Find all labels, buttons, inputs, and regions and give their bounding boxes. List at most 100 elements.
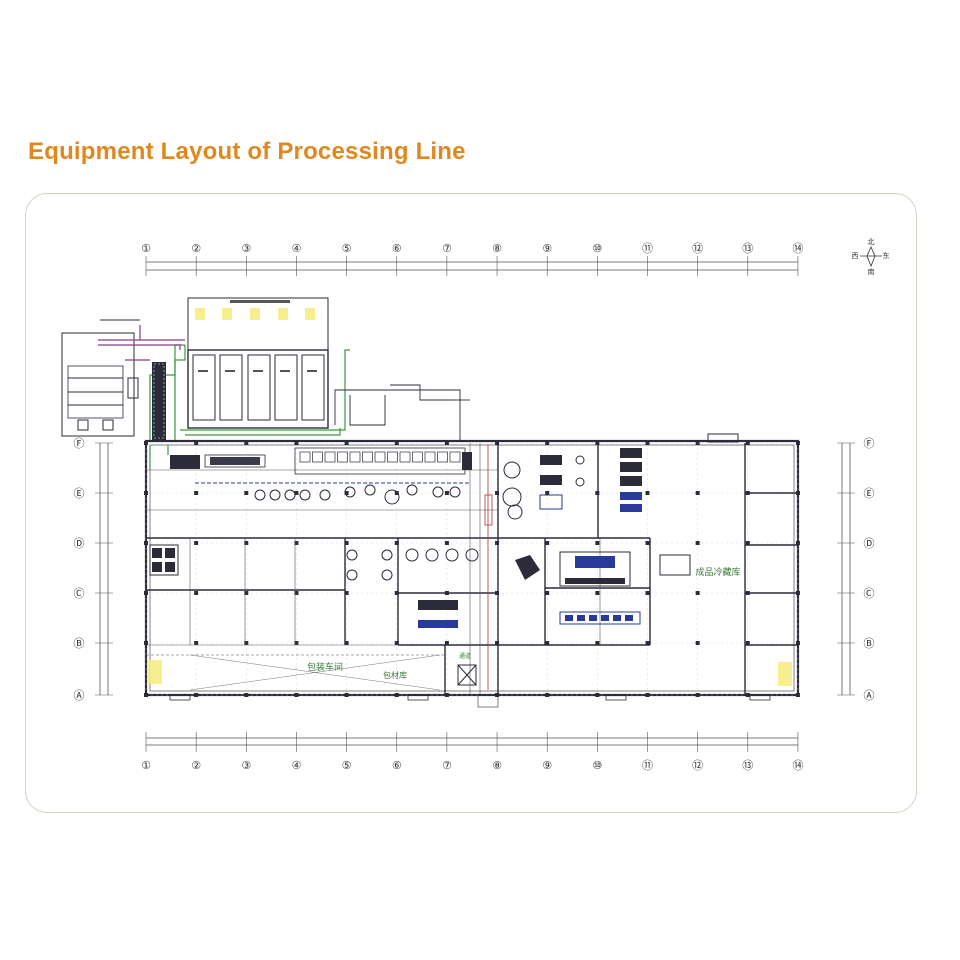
structural-column	[745, 541, 750, 545]
conveyor-belt	[152, 362, 166, 440]
page-title: Equipment Layout of Processing Line	[28, 138, 466, 165]
partitions	[146, 443, 798, 695]
structural-column	[144, 541, 148, 545]
row-label: Ⓓ	[864, 537, 875, 550]
structural-column	[545, 441, 550, 445]
row-label: Ⓐ	[864, 689, 875, 702]
production-line	[170, 447, 472, 475]
structural-column	[545, 541, 550, 545]
structural-column	[244, 591, 249, 595]
tray-cell	[324, 451, 336, 463]
column-label: ⑬	[742, 759, 753, 772]
structural-column	[545, 641, 550, 645]
column-label: ⑪	[642, 759, 653, 772]
structural-column	[344, 541, 349, 545]
structural-column	[444, 441, 449, 445]
structural-column	[545, 693, 550, 697]
room-labels: 成品冷藏库 包装车间 包材库 通道	[307, 566, 741, 680]
structural-column	[795, 541, 800, 545]
column-label: ①	[141, 759, 151, 772]
tank-room	[187, 297, 329, 429]
structural-column	[795, 441, 800, 445]
column-label: ⑨	[542, 759, 552, 772]
structural-column	[344, 693, 349, 697]
structural-column	[695, 541, 700, 545]
column-label: ⑨	[542, 242, 552, 255]
compass-south-label: 南	[868, 267, 875, 276]
structural-column	[394, 541, 399, 545]
row-label: Ⓐ	[74, 689, 85, 702]
structural-column	[444, 541, 449, 545]
blue-cell	[577, 615, 585, 621]
structural-column	[244, 491, 249, 495]
compass-north-label: 北	[868, 238, 875, 246]
structural-column	[244, 541, 249, 545]
structural-column	[144, 441, 148, 445]
tray-cell	[299, 451, 311, 463]
tray-cell	[424, 451, 436, 463]
structural-column	[495, 541, 500, 545]
row-label: Ⓒ	[74, 587, 85, 600]
column-label: ⑬	[742, 242, 753, 255]
structural-column	[695, 693, 700, 697]
structural-column	[194, 441, 199, 445]
building-outline	[144, 433, 800, 697]
row-label: Ⓕ	[74, 437, 85, 450]
column-label: ⑦	[442, 242, 452, 255]
structural-column	[394, 491, 399, 495]
tray-cell	[399, 451, 411, 463]
row-label: Ⓕ	[864, 437, 875, 450]
blue-cell	[565, 615, 573, 621]
structural-column	[194, 693, 199, 697]
tray-cell	[412, 451, 423, 463]
structural-column	[394, 693, 399, 697]
column-label: ③	[241, 759, 251, 772]
structural-column	[745, 693, 750, 697]
top-dimension-line	[146, 261, 798, 271]
structural-column	[294, 693, 299, 697]
column-label: ⑧	[492, 242, 502, 255]
structural-column	[244, 641, 249, 645]
tray-cell	[449, 451, 461, 463]
row-label: Ⓓ	[74, 537, 85, 550]
structural-column	[244, 441, 249, 445]
diagram-frame	[25, 193, 917, 813]
room-label-packing: 包装车间	[307, 661, 343, 673]
equipment-blue	[515, 448, 691, 625]
blue-cell	[613, 615, 621, 621]
column-label: ⑩	[592, 242, 602, 255]
column-label: ④	[292, 759, 302, 772]
structural-column	[595, 641, 600, 645]
column-label: ⑪	[642, 242, 653, 255]
compass: 北 南 西 东	[852, 238, 890, 276]
structural-column	[194, 541, 199, 545]
column-label: ④	[292, 242, 302, 255]
structural-column	[394, 441, 399, 445]
column-label: ⑤	[342, 759, 352, 772]
yellow-zones	[148, 308, 792, 686]
structural-column	[144, 491, 148, 495]
structural-column	[244, 693, 249, 697]
blue-cell	[589, 615, 597, 621]
structural-column	[394, 591, 399, 595]
machines-round	[254, 461, 523, 520]
structural-column	[745, 441, 750, 445]
column-label: ②	[191, 242, 201, 255]
structural-column	[495, 491, 500, 495]
structural-column	[344, 591, 349, 595]
column-label: ③	[241, 242, 251, 255]
tray-cell	[387, 451, 398, 463]
blue-cell	[625, 615, 633, 621]
column-label: ⑧	[492, 759, 502, 772]
room-label-warehouse: 包材库	[383, 670, 407, 680]
structural-column	[795, 693, 800, 697]
structural-column	[144, 591, 148, 595]
column-label: ⑤	[342, 242, 352, 255]
structural-column	[645, 591, 650, 595]
structural-column	[795, 641, 800, 645]
structural-column	[695, 441, 700, 445]
structural-column	[194, 641, 199, 645]
